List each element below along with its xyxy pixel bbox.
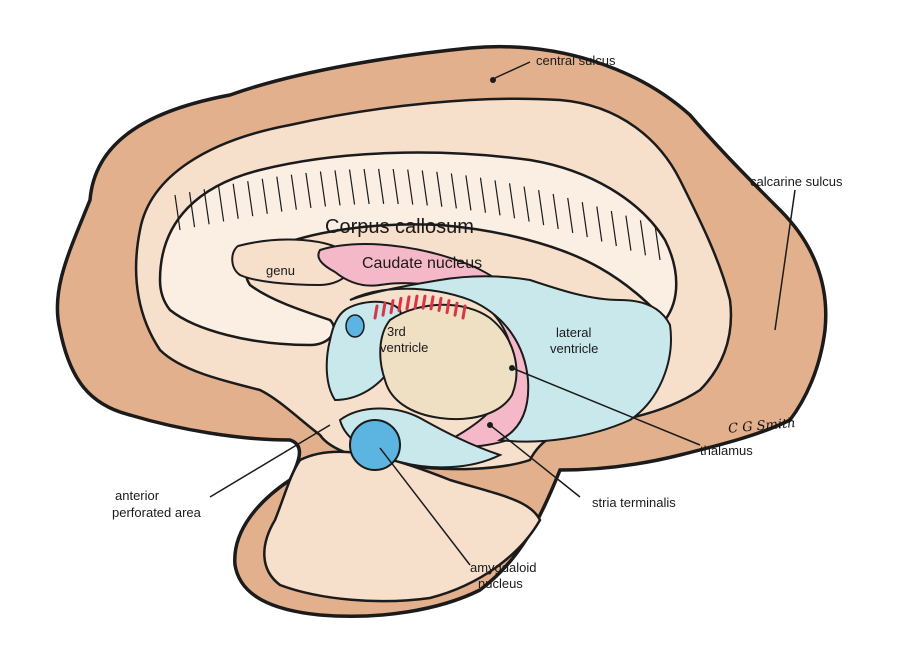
label-third-ventricle-2: ventricle xyxy=(380,340,428,355)
striation-line xyxy=(450,173,457,209)
striation-line xyxy=(247,181,254,217)
label-calcarine-sulcus: calcarine sulcus xyxy=(750,174,843,189)
striation-line xyxy=(465,175,472,211)
striation-line xyxy=(363,168,370,205)
striation-line xyxy=(523,186,530,222)
vessel-tuft xyxy=(381,301,387,317)
striation-line xyxy=(290,174,297,210)
striation-line xyxy=(421,170,428,206)
striation-line xyxy=(567,197,574,234)
label-lateral-ventricle-1: lateral xyxy=(556,325,592,340)
vessels xyxy=(373,294,467,320)
central-sulcus-dot xyxy=(490,77,496,83)
striation-line xyxy=(508,183,516,219)
blue-nucleus-marker xyxy=(345,314,365,338)
callosal-striations xyxy=(174,168,661,261)
striation-line xyxy=(319,171,327,207)
leader-amygdaloid xyxy=(379,447,471,566)
label-genu: genu xyxy=(266,263,295,278)
striation-line xyxy=(596,206,603,242)
label-corpus-callosum: Corpus callosum xyxy=(325,216,474,238)
striation-line xyxy=(494,180,501,216)
vessel-tuft xyxy=(429,295,435,311)
label-caudate-nucleus: Caudate nucleus xyxy=(362,255,482,272)
leader-calcarine xyxy=(774,189,796,331)
vessel-tuft xyxy=(461,304,467,320)
leader-lines xyxy=(209,61,796,566)
striation-line xyxy=(407,169,414,205)
striation-line xyxy=(174,194,181,231)
leader-central xyxy=(494,61,531,79)
leader-thalamus xyxy=(511,367,701,446)
leader-anterior xyxy=(209,424,331,498)
striation-line xyxy=(654,224,661,261)
label-amygdaloid-1: amygdaloid xyxy=(470,560,537,575)
striation-line xyxy=(218,186,225,222)
striation-line xyxy=(479,177,487,213)
label-amygdaloid-2: nucleus xyxy=(478,576,523,591)
striation-line xyxy=(625,215,632,251)
striation-line xyxy=(639,220,647,256)
label-central-sulcus: central sulcus xyxy=(536,53,616,68)
leader-stria xyxy=(489,424,581,498)
striation-line xyxy=(188,192,196,228)
thalamus-dot xyxy=(509,365,515,371)
striation-line xyxy=(581,202,588,238)
striation-line xyxy=(378,168,385,204)
striation-line xyxy=(334,170,341,206)
label-lateral-ventricle-2: ventricle xyxy=(550,341,598,356)
vessel-tuft xyxy=(413,294,419,310)
vessel-tuft xyxy=(397,296,403,312)
thalamus-shape xyxy=(379,303,518,421)
striation-line xyxy=(436,171,443,207)
striation-line xyxy=(348,169,356,205)
vessel-tuft xyxy=(421,294,427,310)
label-third-ventricle-1: 3rd xyxy=(387,324,406,339)
striation-line xyxy=(203,189,210,225)
vessel-tuft xyxy=(437,296,443,312)
amygdala-shape xyxy=(349,419,401,471)
label-anterior-perforated-1: anterior xyxy=(115,488,160,503)
label-stria-terminalis: stria terminalis xyxy=(592,495,676,510)
striation-line xyxy=(538,190,545,226)
striation-line xyxy=(276,176,283,212)
striation-line xyxy=(552,193,559,229)
vessel-tuft xyxy=(373,304,379,320)
striation-line xyxy=(232,183,239,219)
corpus-callosum-shape xyxy=(158,151,678,347)
temporal-inner xyxy=(263,450,542,603)
vessel-tuft xyxy=(389,299,395,315)
label-anterior-perforated-2: perforated area xyxy=(112,505,202,520)
striation-line xyxy=(305,172,312,209)
vessel-tuft xyxy=(445,299,451,315)
striation-line xyxy=(610,210,617,247)
striation-line xyxy=(392,168,399,205)
artist-signature: C G Smith xyxy=(728,416,797,437)
label-thalamus: thalamus xyxy=(700,443,753,458)
stria-dot xyxy=(487,422,493,428)
vessel-tuft xyxy=(453,301,459,317)
striation-line xyxy=(261,178,268,214)
vessel-tuft xyxy=(405,295,411,311)
